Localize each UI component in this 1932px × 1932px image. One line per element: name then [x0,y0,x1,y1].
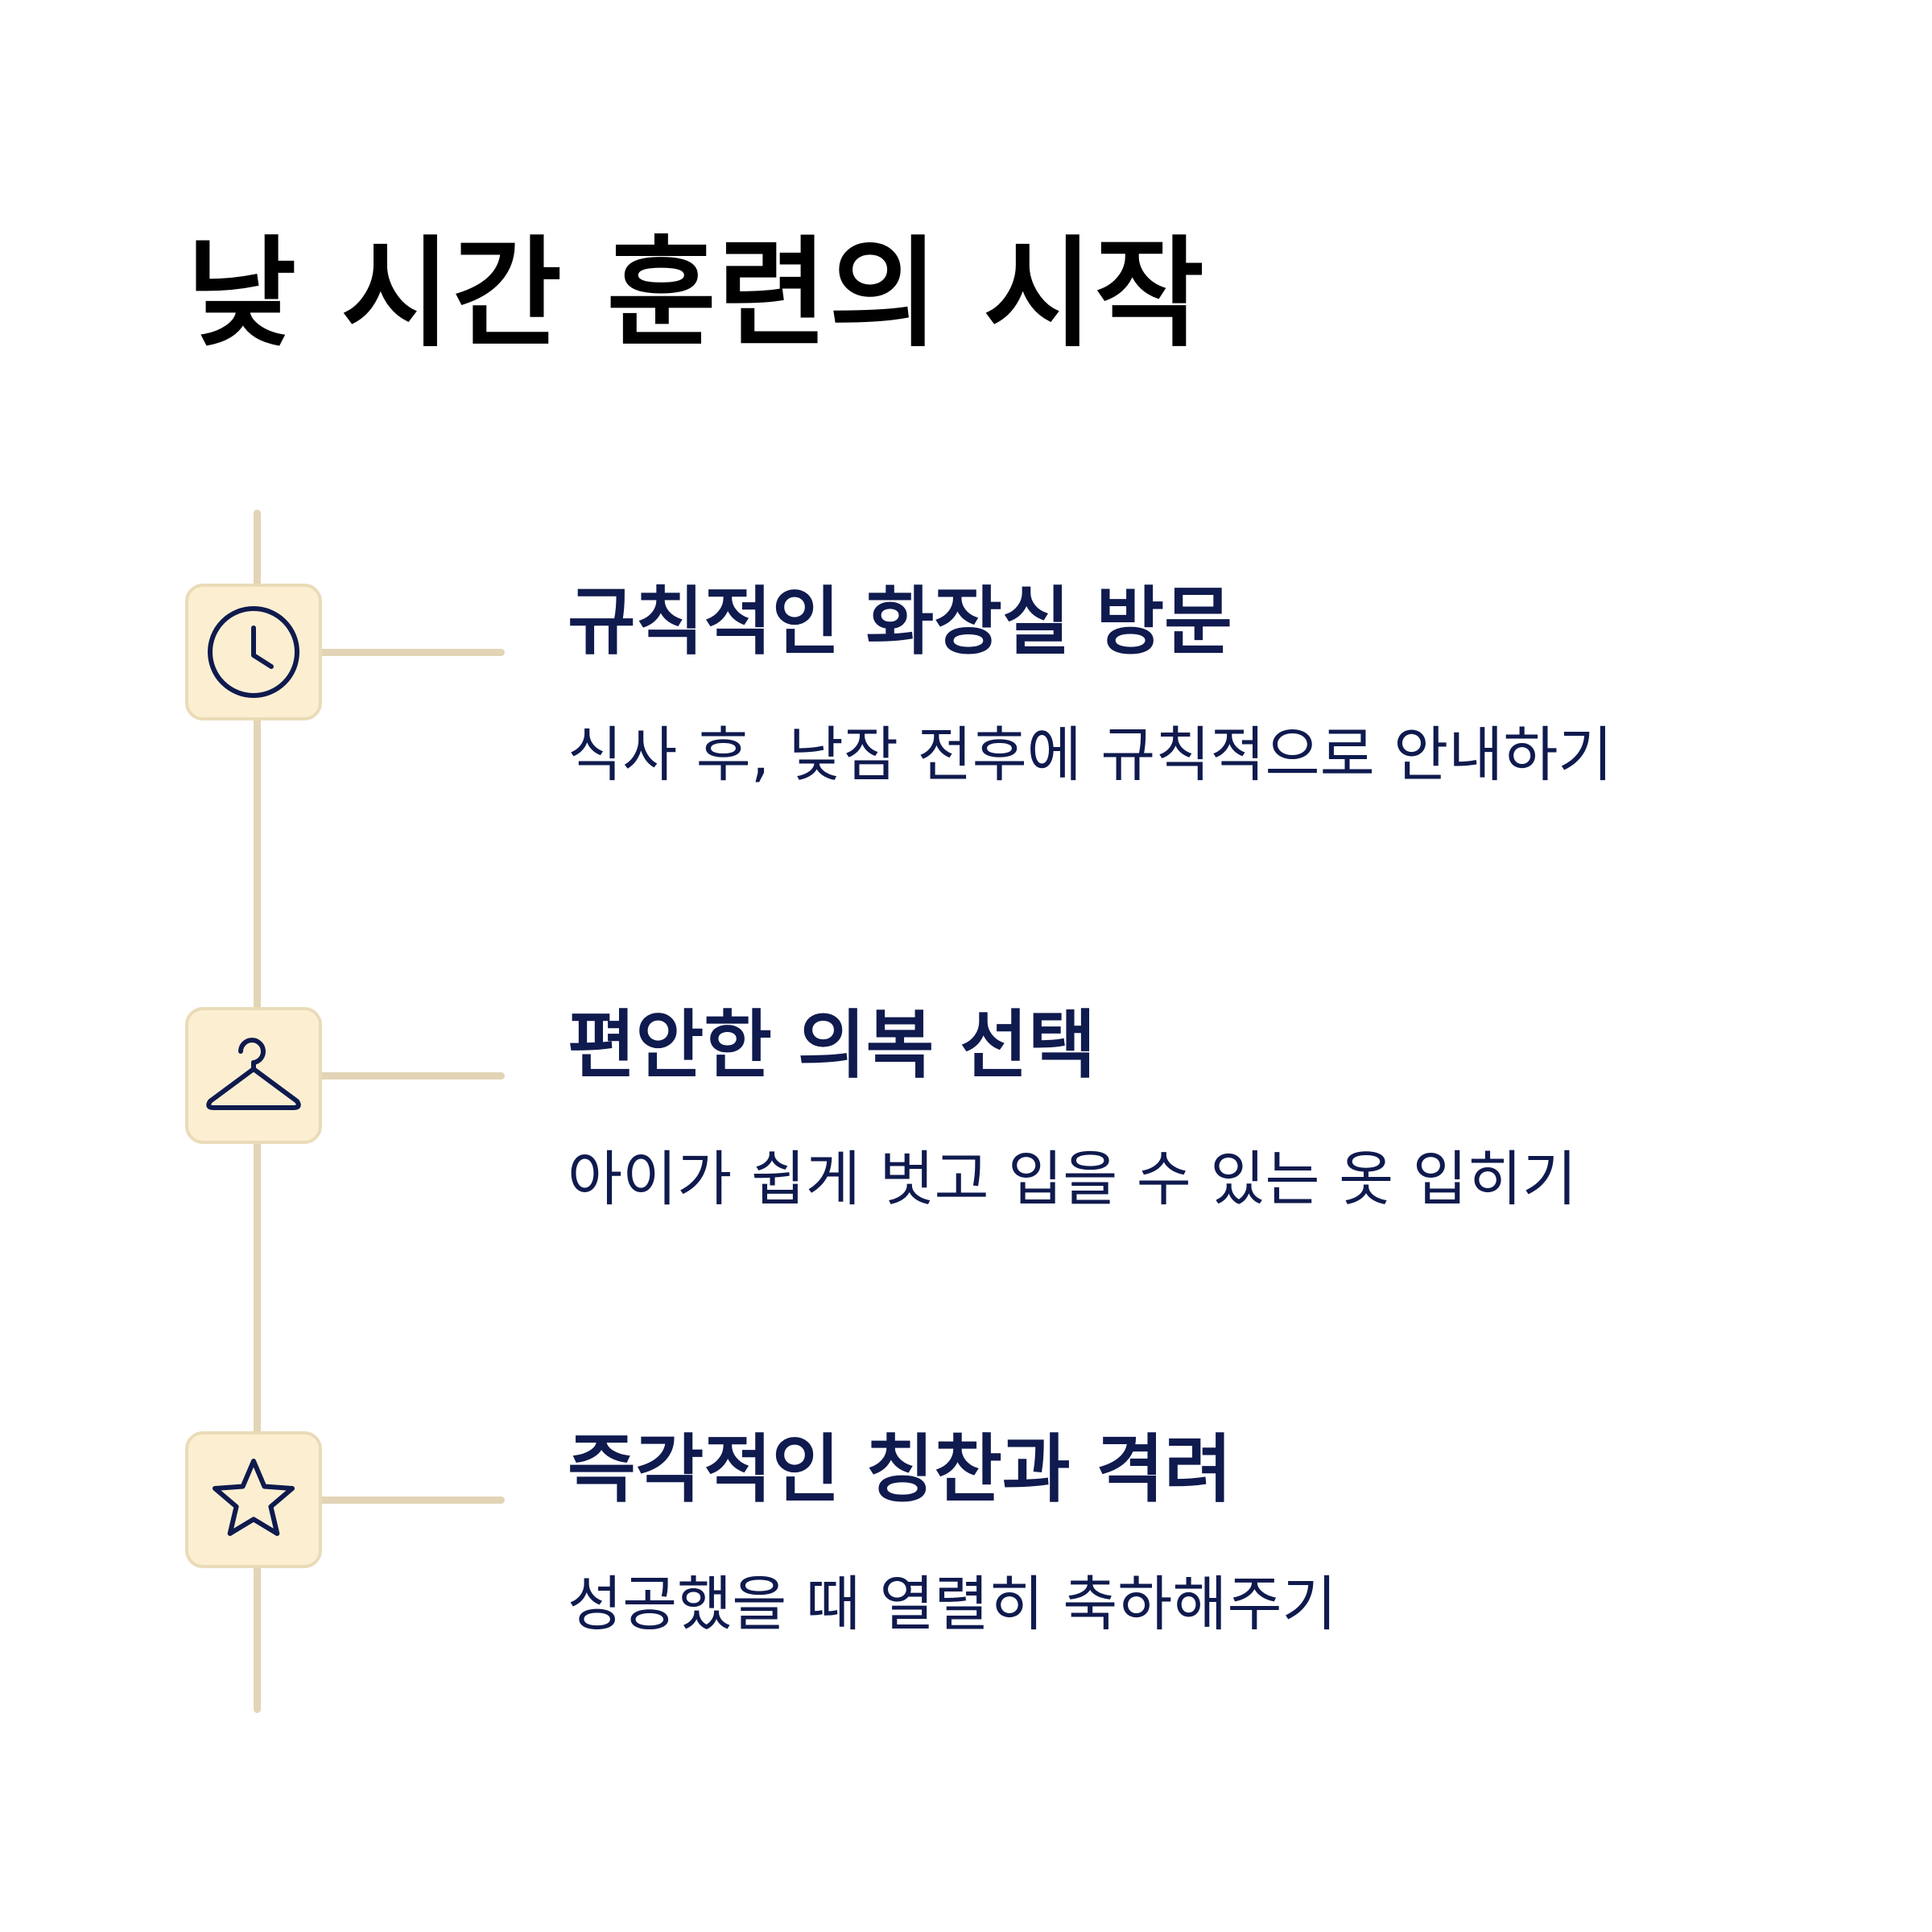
hanger-icon [204,1034,303,1117]
step-title: 편안한 의복 선택 [568,1002,1096,1088]
step-title: 규칙적인 화장실 방문 [568,579,1232,665]
timeline-connector [318,649,505,656]
step-icon-box [185,1007,322,1144]
step-icon-box [185,1431,322,1568]
step-title: 즉각적인 칭찬과 격려 [568,1426,1232,1513]
step-description: 식사 후, 낮잠 전후에 규칙적으로 안내하기 [568,720,1613,790]
timeline-connector [318,1072,505,1080]
step-icon-box [185,584,322,720]
star-icon [207,1455,300,1545]
step-description: 성공했을 때 열렬히 축하해주기 [568,1570,1337,1639]
timeline-connector [318,1496,505,1504]
clock-icon [205,604,302,700]
page-title: 낮 시간 훈련의 시작 [187,225,1206,363]
step-description: 아이가 쉽게 벗고 입을 수 있는 옷 입히기 [568,1145,1577,1214]
